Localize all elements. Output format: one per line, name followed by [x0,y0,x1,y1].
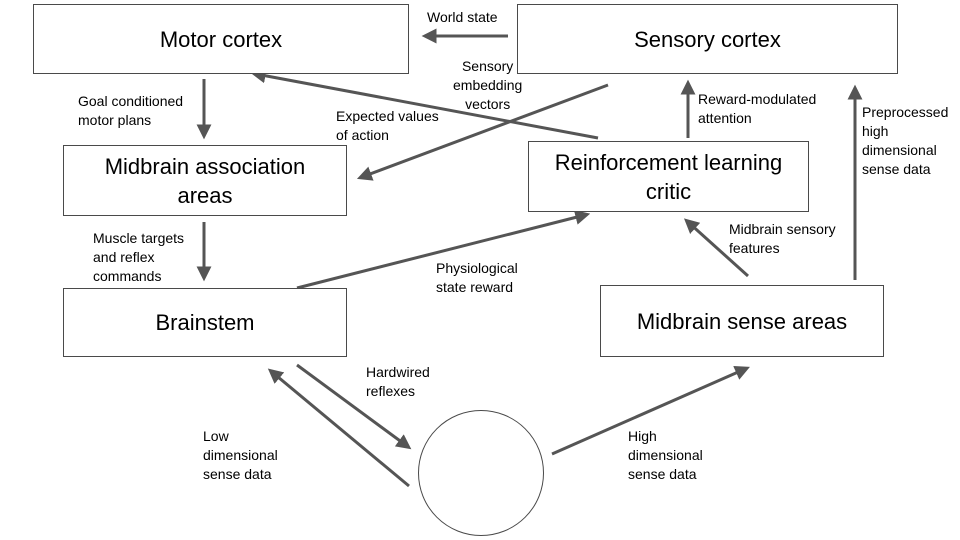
rl-critic-box: Reinforcement learning critic [528,141,809,212]
brainstem-box: Brainstem [63,288,347,357]
label-goal-conditioned: Goal conditioned motor plans [78,93,184,128]
arrow-sensory-embedding [356,83,609,181]
label-sensory-embedding: Sensory embedding vectors [453,58,523,112]
rl-critic-label: Reinforcement learning critic [554,149,783,204]
label-physiological-reward: Physiological state reward [436,260,518,295]
arrow-high-dimensional [551,366,750,456]
midbrain-sense-label: Midbrain sense areas [636,308,848,334]
label-world-state: World state [427,9,498,25]
label-reward-modulated: Reward-modulated attention [698,91,817,126]
midbrain-association-box: Midbrain association areas [63,145,347,216]
label-midbrain-sensory-features: Midbrain sensory features [729,221,836,256]
arrow-physiological-reward [296,210,591,290]
arrow-low-dimensional [267,368,410,488]
midbrain-sense-box: Midbrain sense areas [600,285,884,357]
sensory-cortex-label: Sensory cortex [634,26,781,52]
label-high-dimensional: High dimensional sense data [628,428,703,482]
brainstem-label: Brainstem [155,310,255,335]
arrow-midbrain-sensory-features [683,218,750,278]
label-preprocessed: Preprocessed high dimensional sense data [862,104,949,177]
motor-cortex-label: Motor cortex [159,26,283,52]
label-hardwired-reflexes: Hardwired reflexes [366,364,430,399]
sensory-cortex-box: Sensory cortex [517,4,898,74]
midbrain-association-label: Midbrain association areas [104,153,306,208]
label-expected-values: Expected values of action [336,108,439,143]
label-muscle-targets: Muscle targets and reflex commands [93,230,185,284]
motor-cortex-box: Motor cortex [33,4,409,74]
arrow-critic-to-motor [250,68,599,140]
environment-circle [418,410,544,536]
arrow-hardwired-reflexes [296,363,412,450]
label-low-dimensional: Low dimensional sense data [203,428,278,482]
